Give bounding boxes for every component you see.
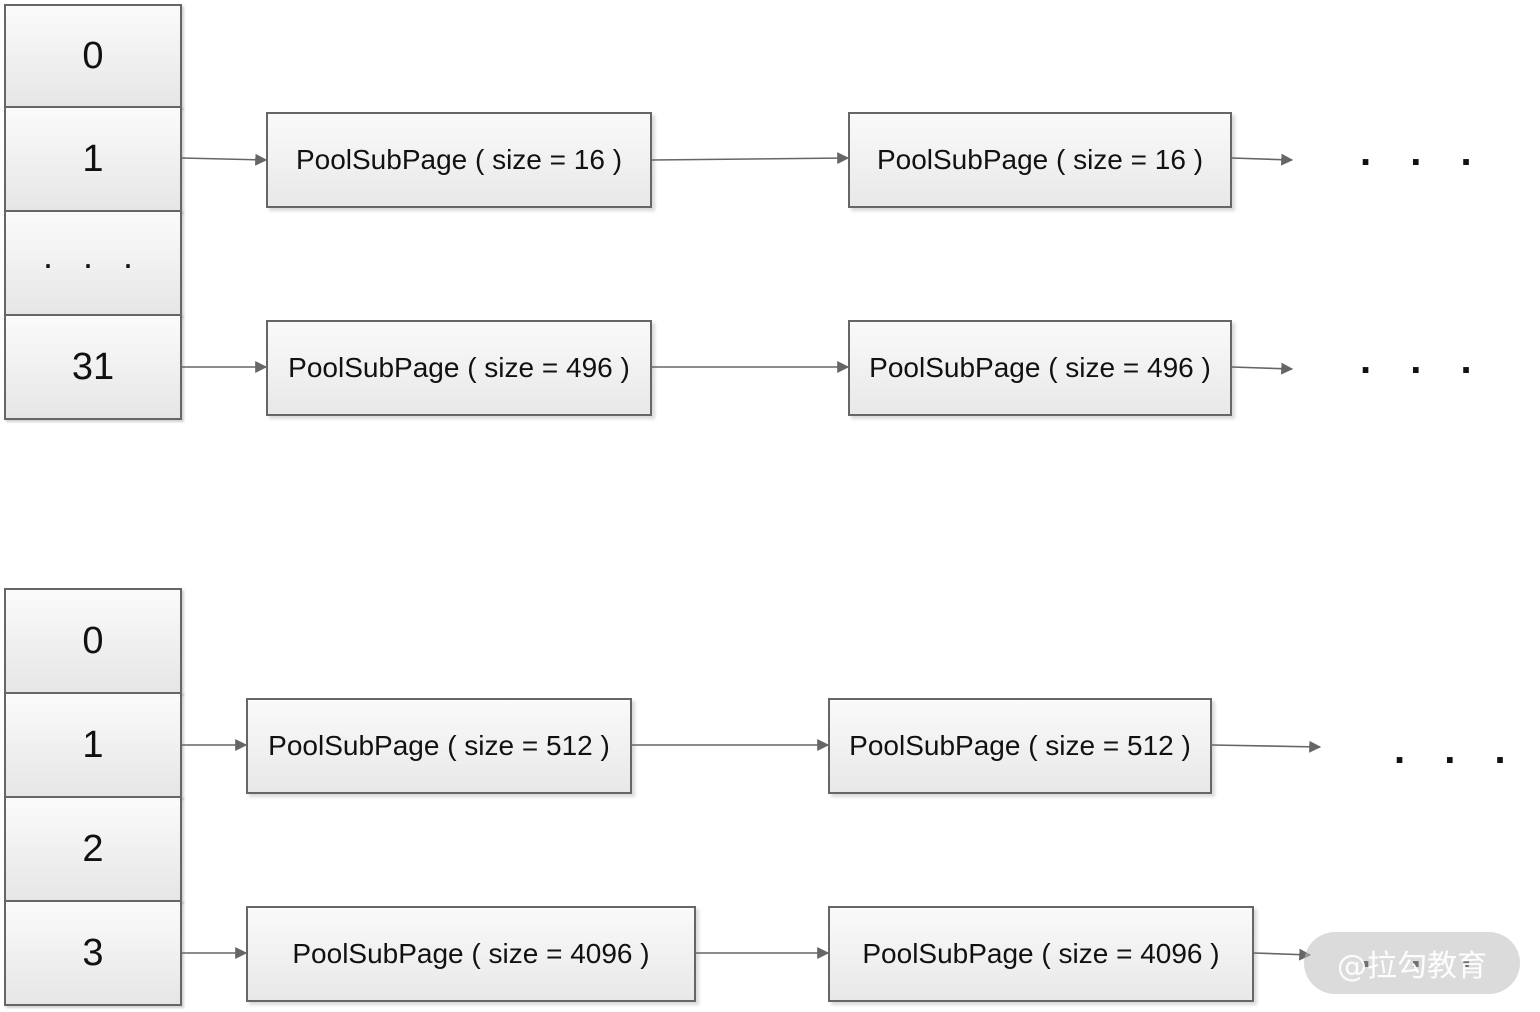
bottom-array-cell-3: 3 <box>4 900 182 1006</box>
bottom-list-1-more: . . . <box>1394 728 1520 772</box>
bottom-list-1-node-1: PoolSubPage ( size = 512 ) <box>246 698 632 794</box>
arrow-bottom-1-tail <box>1211 740 1322 753</box>
arrow-top-1-tail <box>1231 153 1294 166</box>
arrow-top-2-tail <box>1231 362 1294 375</box>
top-array-cell-31: 31 <box>4 314 182 420</box>
top-list-2-node-2: PoolSubPage ( size = 496 ) <box>848 320 1232 416</box>
top-list-1-node-2: PoolSubPage ( size = 16 ) <box>848 112 1232 208</box>
top-array-cell-ellipsis: . . . <box>4 210 182 316</box>
arrow-bottom-2-tail <box>1253 948 1312 961</box>
bottom-list-2-node-1: PoolSubPage ( size = 4096 ) <box>246 906 696 1002</box>
bottom-array-cell-0: 0 <box>4 588 182 694</box>
arrow-top-1-mid <box>651 152 850 165</box>
top-list-2-more: . . . <box>1360 338 1486 382</box>
top-list-1-node-1: PoolSubPage ( size = 16 ) <box>266 112 652 208</box>
bottom-list-1-node-2: PoolSubPage ( size = 512 ) <box>828 698 1212 794</box>
watermark: @拉勾教育 <box>1304 932 1520 994</box>
top-array-cell-0: 0 <box>4 4 182 108</box>
bottom-list-2-node-2: PoolSubPage ( size = 4096 ) <box>828 906 1254 1002</box>
top-list-2-node-1: PoolSubPage ( size = 496 ) <box>266 320 652 416</box>
bottom-array-cell-1: 1 <box>4 692 182 798</box>
top-list-1-more: . . . <box>1360 130 1486 174</box>
arrow-top-1-head <box>181 153 268 166</box>
